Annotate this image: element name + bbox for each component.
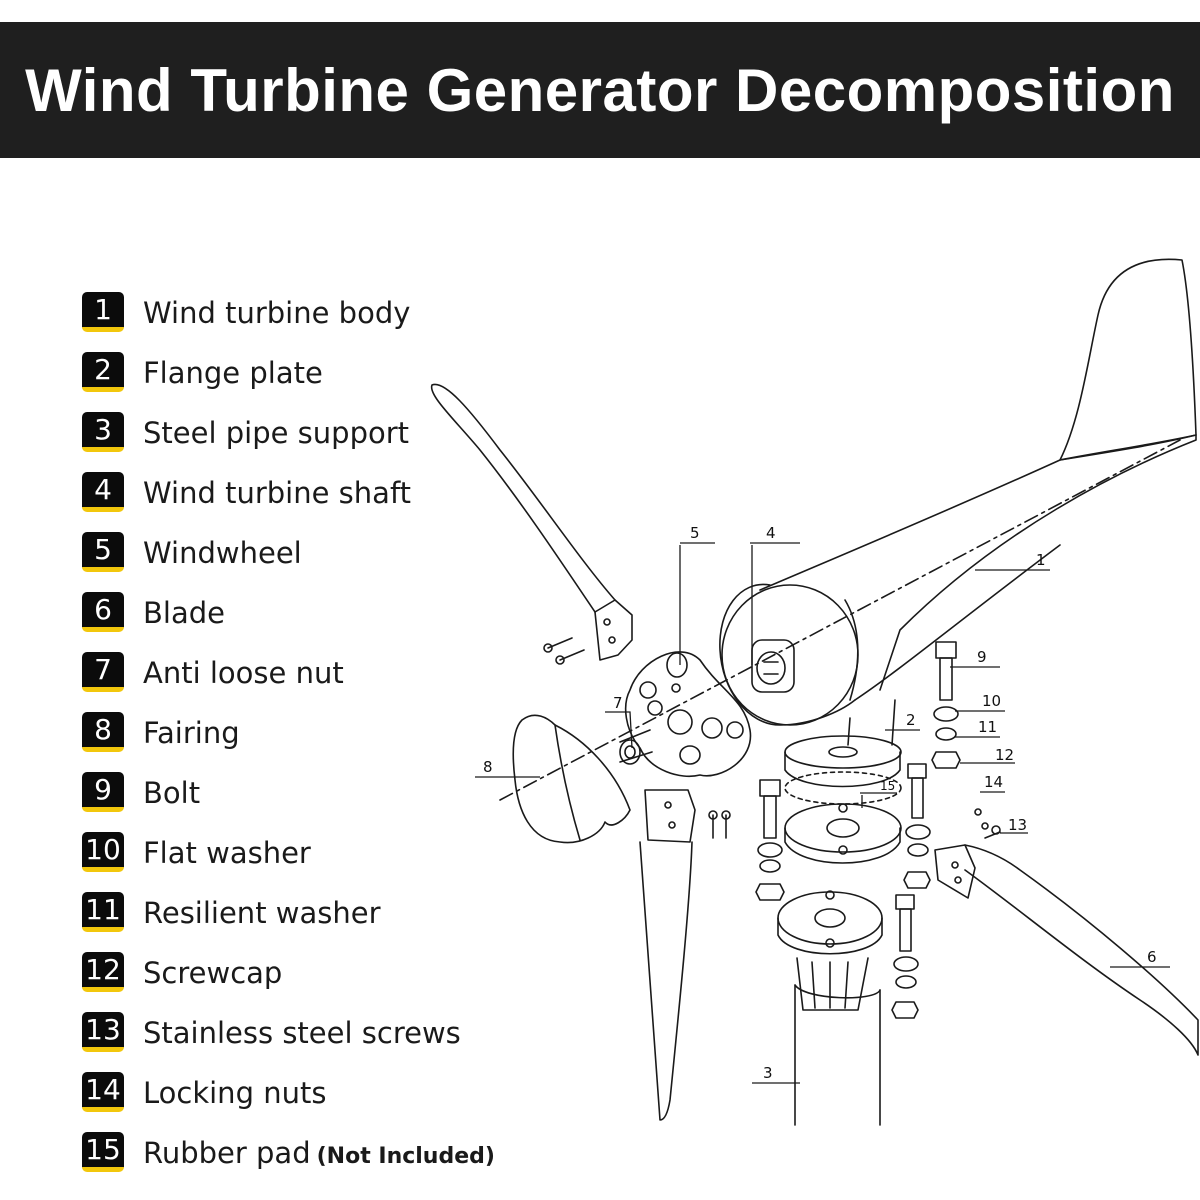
legend-label: Wind turbine body: [143, 296, 411, 330]
leader-15: [860, 792, 897, 808]
pipe-support: [777, 890, 883, 1126]
legend-label: Anti loose nut: [143, 656, 344, 690]
bolt-stack-right: [903, 763, 931, 889]
callout-11: 11: [978, 718, 997, 736]
leader-5: [679, 542, 715, 665]
anti-loose-nut: [619, 729, 653, 765]
screws-upper: [543, 637, 585, 665]
callout-3: 3: [763, 1064, 773, 1082]
blade-root-lower: [644, 789, 696, 843]
fairing: [512, 714, 631, 844]
page-title: Wind Turbine Generator Decomposition: [25, 56, 1175, 124]
legend-number-badge: 4: [82, 472, 124, 512]
callout-8: 8: [483, 758, 493, 776]
legend-label: Screwcap: [143, 956, 283, 990]
legend-label: Locking nuts: [143, 1076, 327, 1110]
fairing-inner: [554, 724, 581, 841]
bolt-stack-top: [931, 641, 961, 769]
legend-item-11: 11 Resilient washer: [82, 892, 495, 952]
legend-number-badge: 5: [82, 532, 124, 572]
callout-13: 13: [1008, 816, 1027, 834]
legend-item-8: 8 Fairing: [82, 712, 495, 772]
blade-root-upper: [594, 599, 633, 661]
legend-label: Fairing: [143, 716, 240, 750]
body-neck: [847, 699, 896, 746]
legend-label: Flat washer: [143, 836, 311, 870]
legend-item-15: 15 Rubber pad(Not Included): [82, 1132, 495, 1192]
blade-root-right: [934, 844, 976, 899]
legend-number-badge: 1: [82, 292, 124, 332]
callout-9: 9: [977, 648, 987, 666]
legend-number-badge: 14: [82, 1072, 124, 1112]
legend-item-10: 10 Flat washer: [82, 832, 495, 892]
bolt-stack-left: [755, 779, 785, 901]
body-front-rim: [719, 583, 856, 726]
legend-item-12: 12 Screwcap: [82, 952, 495, 1012]
body-front-face: [721, 584, 859, 726]
legend-item-13: 13 Stainless steel screws: [82, 1012, 495, 1072]
legend-number-badge: 3: [82, 412, 124, 452]
legend-number-badge: 11: [82, 892, 124, 932]
body-lower-line: [854, 544, 1061, 701]
flange-plate: [784, 735, 902, 805]
body-seam-line: [844, 599, 859, 701]
turbine-shaft: [751, 639, 795, 693]
legend-label-text: Rubber pad: [143, 1136, 311, 1170]
legend-item-1: 1 Wind turbine body: [82, 292, 495, 352]
leader-7: [605, 711, 633, 749]
legend-number-badge: 15: [82, 1132, 124, 1172]
legend-item-9: 9 Bolt: [82, 772, 495, 832]
bolt-stack-bottom: [891, 894, 919, 1019]
legend-item-5: 5 Windwheel: [82, 532, 495, 592]
legend-note: (Not Included): [316, 1144, 495, 1169]
legend-number-badge: 2: [82, 352, 124, 392]
callout-10: 10: [982, 692, 1001, 710]
legend-label: Bolt: [143, 776, 201, 810]
legend-label: Steel pipe support: [143, 416, 410, 450]
legend-number-badge: 10: [82, 832, 124, 872]
blade-right: [964, 844, 1199, 1056]
callout-6: 6: [1147, 948, 1157, 966]
callout-2: 2: [906, 711, 916, 729]
screws-right: [974, 808, 1001, 839]
legend-number-badge: 13: [82, 1012, 124, 1052]
callout-4: 4: [766, 524, 776, 542]
body-axis-line: [499, 439, 1181, 801]
tail-fin: [1059, 258, 1197, 461]
legend-label: Stainless steel screws: [143, 1016, 461, 1050]
title-banner: Wind Turbine Generator Decomposition: [0, 22, 1200, 158]
legend-number-badge: 7: [82, 652, 124, 692]
rubber-pad: [784, 803, 902, 864]
legend-label: Flange plate: [143, 356, 323, 390]
legend-item-7: 7 Anti loose nut: [82, 652, 495, 712]
legend-item-2: 2 Flange plate: [82, 352, 495, 412]
callout-1: 1: [1036, 551, 1046, 569]
callout-5: 5: [690, 524, 700, 542]
parts-legend: 1 Wind turbine body 2 Flange plate 3 Steel …: [82, 292, 495, 1192]
blade-upper-left: [430, 383, 616, 613]
callout-7: 7: [613, 694, 623, 712]
legend-number-badge: 6: [82, 592, 124, 632]
turbine-body: [759, 434, 1197, 691]
legend-label: Wind turbine shaft: [143, 476, 412, 510]
blade-lower-left: [639, 841, 693, 1121]
screws-lower: [708, 810, 731, 839]
legend-label: Rubber pad(Not Included): [143, 1136, 495, 1170]
legend-number-badge: 12: [82, 952, 124, 992]
legend-number-badge: 9: [82, 772, 124, 812]
legend-label: Blade: [143, 596, 225, 630]
legend-item-3: 3 Steel pipe support: [82, 412, 495, 472]
leader-4: [750, 542, 800, 665]
legend-label: Resilient washer: [143, 896, 381, 930]
callout-14: 14: [984, 773, 1003, 791]
windwheel-hub: [624, 651, 752, 777]
legend-item-4: 4 Wind turbine shaft: [82, 472, 495, 532]
legend-item-6: 6 Blade: [82, 592, 495, 652]
legend-number-badge: 8: [82, 712, 124, 752]
legend-label: Windwheel: [143, 536, 302, 570]
callout-12: 12: [995, 746, 1014, 764]
callout-15: 15: [880, 779, 895, 793]
legend-item-14: 14 Locking nuts: [82, 1072, 495, 1132]
